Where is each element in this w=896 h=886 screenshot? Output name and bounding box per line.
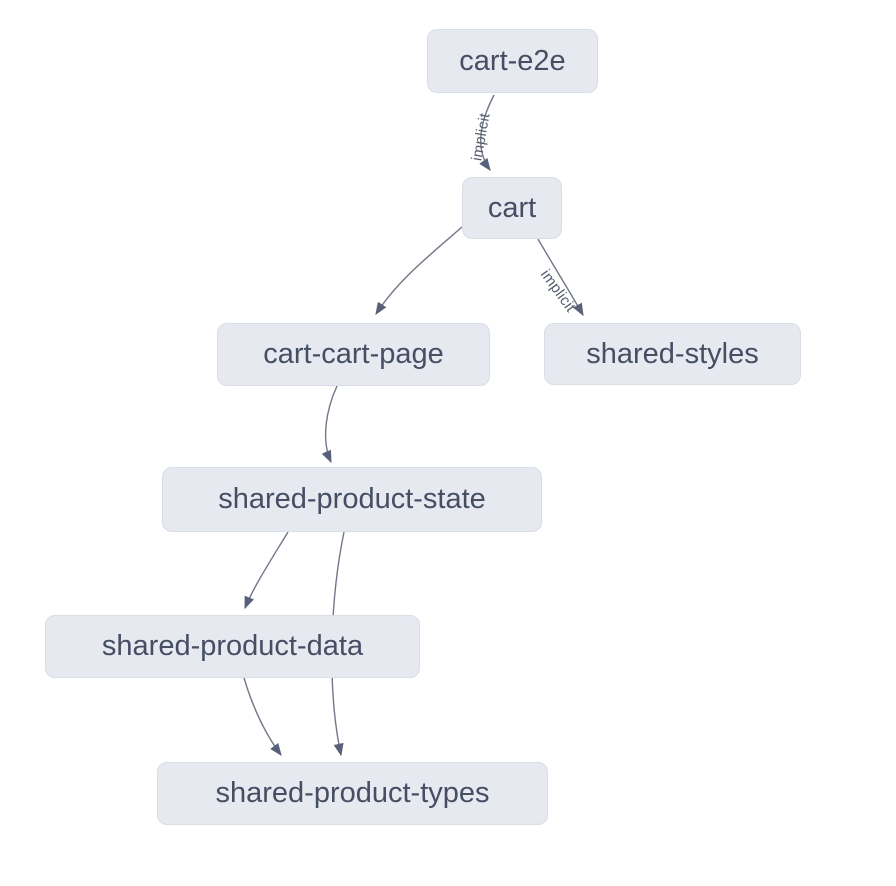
node-label: shared-product-data <box>101 630 364 662</box>
graph-node-shared-product-state[interactable]: shared-product-state <box>162 467 542 532</box>
edge-shared-product-data-to-shared-product-types <box>243 677 282 757</box>
node-label: cart-e2e <box>459 44 566 77</box>
edge-shared-product-state-to-shared-product-data <box>244 531 289 610</box>
node-label: shared-product-types <box>215 777 490 809</box>
graph-node-shared-product-data[interactable]: shared-product-data <box>45 615 420 678</box>
node-label: cart-cart-page <box>263 338 444 370</box>
graph-node-cart[interactable]: cart <box>462 177 562 239</box>
edge-cart-e2e-to-cart <box>479 94 495 172</box>
node-label: shared-styles <box>586 337 759 370</box>
graph-node-shared-styles[interactable]: shared-styles <box>544 323 801 385</box>
node-label: cart <box>487 191 537 224</box>
node-label: shared-product-state <box>218 483 486 515</box>
graph-node-cart-e2e[interactable]: cart-e2e <box>427 29 598 93</box>
graph-node-cart-cart-page[interactable]: cart-cart-page <box>217 323 490 386</box>
edge-cart-cart-page-to-shared-product-state <box>321 385 338 464</box>
edge-cart-to-shared-styles <box>537 238 584 317</box>
edge-cart-to-cart-cart-page <box>375 226 463 316</box>
graph-node-shared-product-types[interactable]: shared-product-types <box>157 762 548 825</box>
